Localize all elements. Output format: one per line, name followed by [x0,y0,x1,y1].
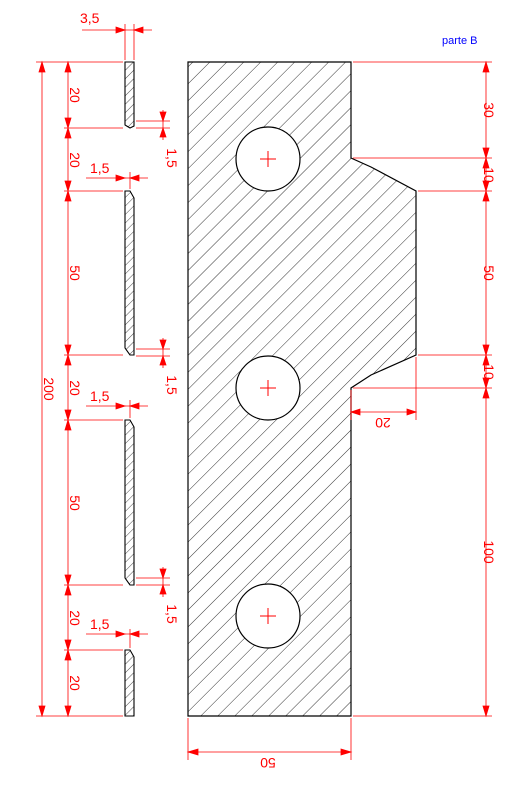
dim-left-chain [64,60,123,718]
drawing-title: parte B [442,35,477,47]
dim-left-seg-4: 20 [67,380,83,396]
dim-gap-1: 1,5 [164,148,180,168]
left-profile-segment-2 [124,190,135,356]
dim-notch-label: 20 [375,415,391,431]
dim-notch [349,357,418,420]
dim-main-bottom-label: 50 [260,755,276,771]
dim-left-seg-5: 50 [67,495,83,511]
dim-main-bottom [186,718,353,760]
dim-gap-3: 1,5 [164,604,180,624]
dim-step-width-1: 1,5 [90,160,110,176]
dim-right-chain [353,60,492,718]
dim-right-3: 50 [481,265,497,281]
left-profile-segment-3 [124,419,135,586]
hole-3 [235,583,301,649]
dim-right-2: 10 [481,167,497,183]
dim-left-seg-1: 20 [67,87,83,103]
dim-step-widths [86,172,148,648]
dim-right-4: 10 [481,364,497,380]
left-profile-segment-1 [124,61,135,129]
dim-right-1: 30 [481,102,497,118]
hole-2 [235,355,301,421]
dim-step-width-3: 1,5 [90,616,110,632]
dim-overall [36,60,123,718]
dim-left-seg-3: 50 [67,265,83,281]
dim-right-5: 100 [481,540,497,564]
main-part-outline [187,61,417,717]
dim-left-seg-7: 20 [67,675,83,691]
left-profile-segment-4 [124,649,135,717]
dim-overall-label: 200 [41,377,57,401]
dim-step-width-2: 1,5 [90,388,110,404]
dim-gaps [136,110,170,597]
hole-1 [235,126,301,192]
dim-left-seg-2: 20 [67,152,83,168]
dim-top-width-label: 3,5 [80,10,100,26]
left-profile [124,61,135,717]
dim-top-width [82,24,152,60]
dim-gap-2: 1,5 [164,375,180,395]
main-part [187,61,417,717]
dim-left-seg-6: 20 [67,610,83,626]
